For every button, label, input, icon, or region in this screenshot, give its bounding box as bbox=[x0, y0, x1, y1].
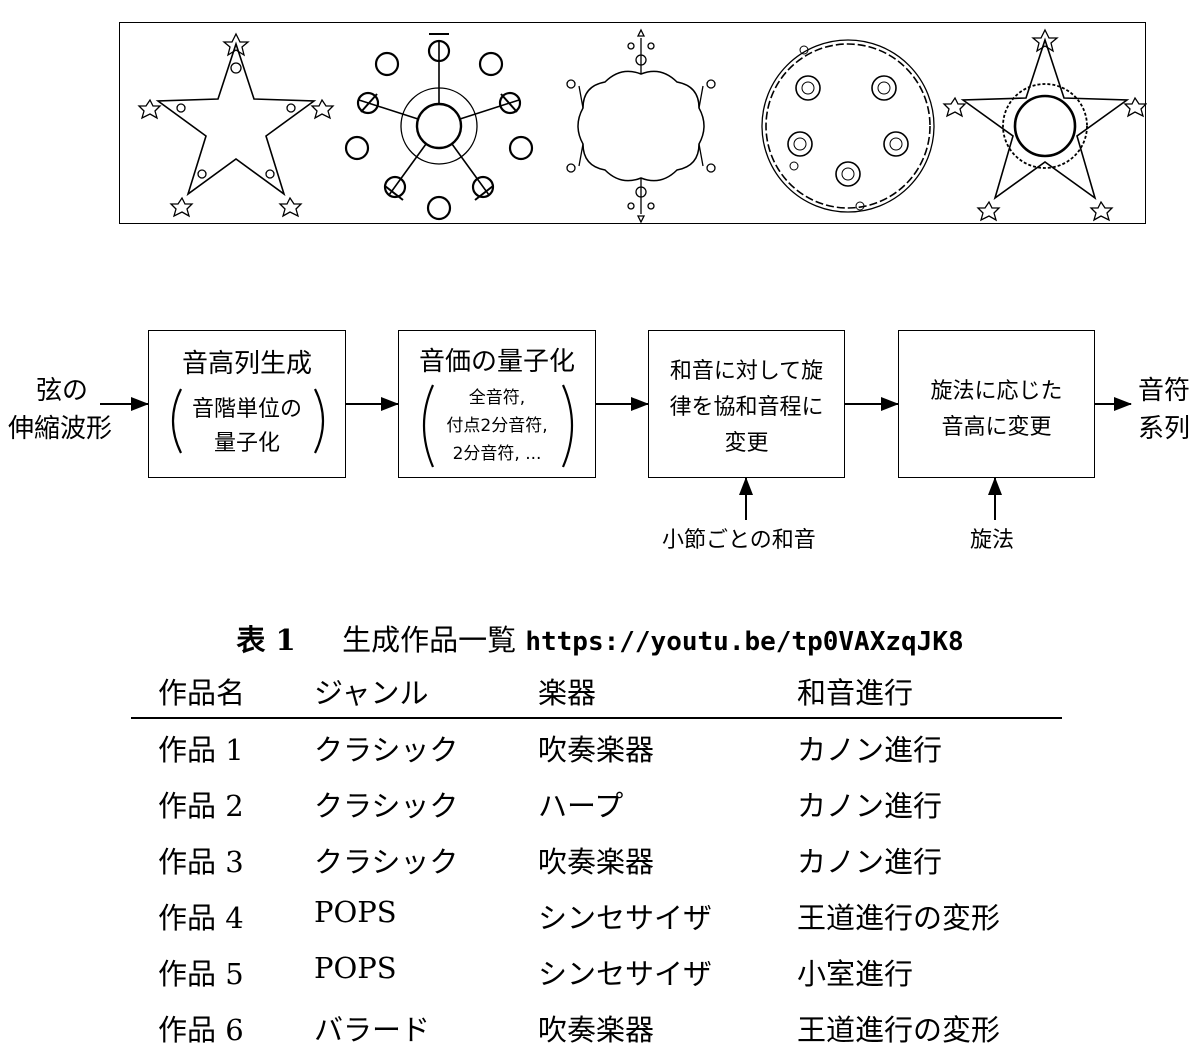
table-caption: 表 1 生成作品一覧 https://youtu.be/tp0VAXzqJK8 bbox=[0, 617, 1200, 659]
box-2-sub3: 2分音符, ... bbox=[452, 444, 542, 464]
fractal-star-1 bbox=[137, 32, 335, 218]
cell-instrument: シンセサイザ bbox=[538, 957, 713, 991]
cell-chords: 王道進行の変形 bbox=[797, 901, 1001, 935]
side-input-mode: 旋法 bbox=[970, 528, 1015, 553]
cell-chords: カノン進行 bbox=[797, 789, 943, 823]
cell-title: 作品 1 bbox=[158, 733, 244, 767]
box-3-line3: 変更 bbox=[724, 431, 769, 456]
table-header-rule bbox=[131, 717, 1062, 719]
cell-instrument: 吹奏楽器 bbox=[538, 845, 655, 879]
cell-genre: クラシック bbox=[314, 733, 459, 767]
cell-chords: カノン進行 bbox=[797, 733, 943, 767]
box-2-sub2: 付点2分音符, bbox=[446, 416, 548, 436]
box-1-sub1: 音階単位の bbox=[191, 397, 302, 422]
cell-genre: クラシック bbox=[314, 789, 459, 823]
fractal-drawings bbox=[137, 28, 1147, 224]
fractal-dense-2 bbox=[344, 33, 534, 221]
table-header-title: 作品名 bbox=[158, 676, 246, 710]
cell-chords: 小室進行 bbox=[797, 957, 914, 991]
flowchart: 弦の 伸縮波形 音高列生成 音階単位の 量子化 音価の量子化 全音符, 付点2分… bbox=[0, 300, 1200, 570]
box-mode-adjust: 旋法に応じた 音高に変更 bbox=[898, 330, 1095, 478]
table-header-chords: 和音進行 bbox=[797, 676, 914, 710]
cell-title: 作品 3 bbox=[158, 845, 244, 879]
cell-instrument: シンセサイザ bbox=[538, 901, 713, 935]
box-pitch-generation: 音高列生成 音階単位の 量子化 bbox=[148, 330, 346, 478]
box-2-title: 音価の量子化 bbox=[418, 347, 575, 377]
box-1-title: 音高列生成 bbox=[181, 349, 312, 379]
cell-title: 作品 5 bbox=[158, 957, 244, 991]
cell-genre: クラシック bbox=[314, 845, 459, 879]
cell-chords: カノン進行 bbox=[797, 845, 943, 879]
table-header-instrument: 楽器 bbox=[538, 676, 597, 710]
cell-title: 作品 2 bbox=[158, 789, 244, 823]
fractal-figure-strip bbox=[119, 22, 1147, 224]
cell-title: 作品 4 bbox=[158, 901, 244, 935]
flowchart-arrows bbox=[100, 397, 1132, 520]
box-2-parens bbox=[422, 384, 574, 468]
box-3-line2: 律を協和音程に bbox=[669, 395, 824, 420]
box-duration-quantization: 音価の量子化 全音符, 付点2分音符, 2分音符, ... bbox=[398, 330, 596, 478]
cell-title: 作品 6 bbox=[158, 1013, 244, 1047]
box-1-parens bbox=[171, 388, 325, 454]
output-label-line2: 系列 bbox=[1138, 414, 1191, 444]
cell-instrument: ハープ bbox=[538, 789, 624, 823]
fractal-ring-3 bbox=[566, 28, 716, 224]
box-2-sub1: 全音符, bbox=[468, 388, 526, 408]
output-label-line1: 音符 bbox=[1138, 376, 1191, 406]
box-1-sub2: 量子化 bbox=[213, 431, 280, 456]
cell-genre: POPS bbox=[314, 895, 397, 929]
input-label-line1: 弦の bbox=[36, 376, 89, 406]
side-input-chord: 小節ごとの和音 bbox=[662, 528, 816, 553]
box-4-line2: 音高に変更 bbox=[941, 415, 1052, 440]
fractal-star-5 bbox=[942, 28, 1147, 222]
table-caption-url: https://youtu.be/tp0VAXzqJK8 bbox=[525, 627, 964, 657]
cell-chords: 王道進行の変形 bbox=[797, 1013, 1001, 1047]
cell-genre: バラード bbox=[314, 1013, 431, 1047]
cell-genre: POPS bbox=[314, 951, 397, 985]
box-4-line1: 旋法に応じた bbox=[930, 379, 1063, 404]
fractal-cloud-4 bbox=[761, 39, 935, 213]
box-3-line1: 和音に対して旋 bbox=[669, 359, 824, 384]
cell-instrument: 吹奏楽器 bbox=[538, 733, 655, 767]
box-consonance-adjust: 和音に対して旋 律を協和音程に 変更 bbox=[648, 330, 845, 478]
cell-instrument: 吹奏楽器 bbox=[538, 1013, 655, 1047]
table-caption-title: 生成作品一覧 bbox=[342, 623, 517, 657]
table-caption-label: 表 1 bbox=[236, 623, 296, 657]
input-label-line2: 伸縮波形 bbox=[8, 414, 113, 444]
table-header-genre: ジャンル bbox=[314, 676, 429, 710]
